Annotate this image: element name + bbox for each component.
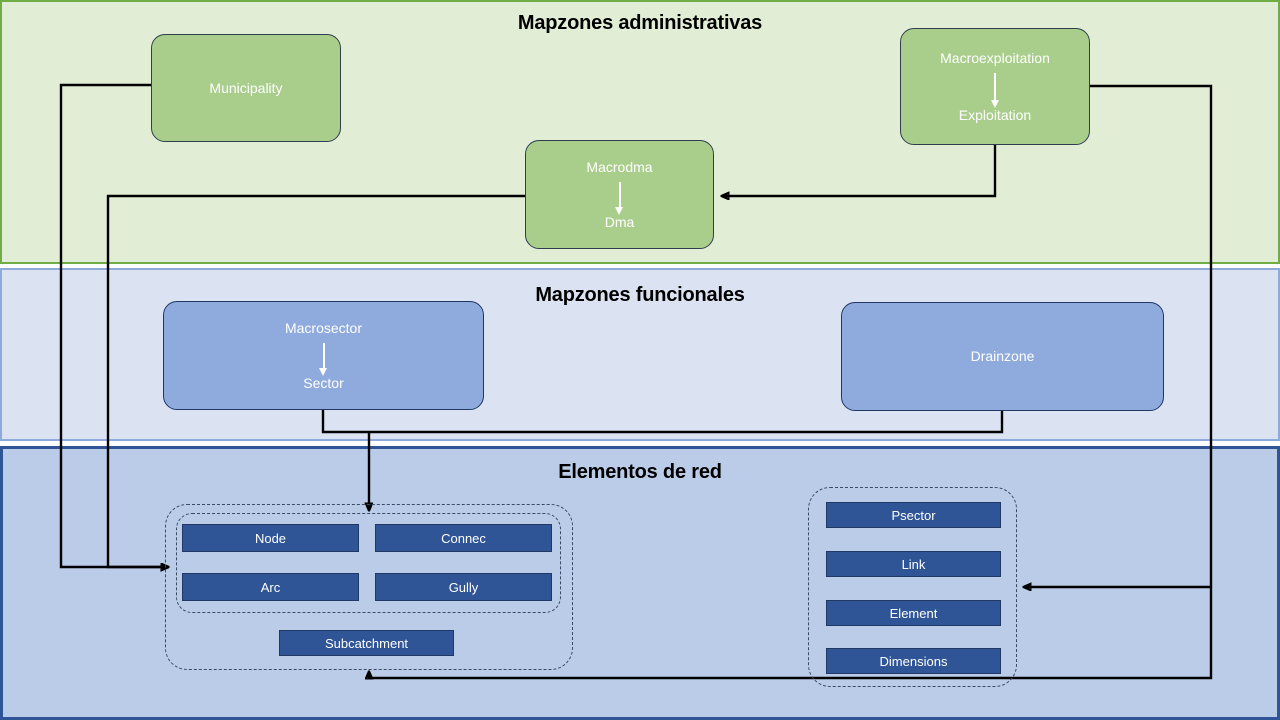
- node-macrosector[interactable]: Macrosector Sector: [163, 301, 484, 410]
- chip-subcatchment[interactable]: Subcatchment: [279, 630, 454, 656]
- down-arrow-icon: [319, 342, 327, 376]
- node-drainzone-label: Drainzone: [970, 348, 1035, 365]
- band-title-elementos-de-red: Elementos de red: [558, 461, 722, 483]
- chip-element[interactable]: Element: [826, 600, 1001, 626]
- network-right-group: [808, 487, 1017, 687]
- node-macrosector-label: Macrosector: [284, 319, 363, 336]
- chip-dimensions[interactable]: Dimensions: [826, 648, 1001, 674]
- network-left-group: [165, 504, 573, 670]
- chip-connec[interactable]: Connec: [375, 524, 552, 552]
- chip-arc[interactable]: Arc: [182, 573, 359, 601]
- chip-gully[interactable]: Gully: [375, 573, 552, 601]
- node-dma-label: Dma: [604, 213, 635, 230]
- node-macroexploitation-label: Macroexploitation: [940, 49, 1050, 66]
- band-title-administrativas: Mapzones administrativas: [517, 12, 763, 34]
- chip-psector-label: Psector: [891, 507, 936, 523]
- node-macroexploitation[interactable]: Macroexploitation Exploitation: [900, 28, 1090, 145]
- chip-link-label: Link: [901, 556, 926, 572]
- chip-element-label: Element: [889, 605, 938, 621]
- chip-psector[interactable]: Psector: [826, 502, 1001, 528]
- chip-subcatchment-label: Subcatchment: [324, 635, 409, 651]
- chip-node[interactable]: Node: [182, 524, 359, 552]
- chip-link[interactable]: Link: [826, 551, 1001, 577]
- down-arrow-icon: [615, 181, 623, 215]
- down-arrow-icon: [990, 72, 999, 108]
- chip-dimensions-label: Dimensions: [879, 653, 948, 669]
- node-drainzone[interactable]: Drainzone: [841, 302, 1164, 411]
- node-macrodma[interactable]: Macrodma Dma: [525, 140, 714, 249]
- node-municipality[interactable]: Municipality: [151, 34, 341, 142]
- chip-node-label: Node: [254, 530, 287, 546]
- node-macrodma-label: Macrodma: [586, 158, 653, 175]
- chip-gully-label: Gully: [448, 579, 479, 595]
- node-sector-label: Sector: [303, 374, 344, 391]
- node-municipality-label: Municipality: [209, 79, 283, 96]
- chip-arc-label: Arc: [260, 579, 281, 595]
- node-exploitation-label: Exploitation: [958, 106, 1032, 123]
- chip-connec-label: Connec: [441, 530, 486, 546]
- network-core-group: [176, 513, 561, 613]
